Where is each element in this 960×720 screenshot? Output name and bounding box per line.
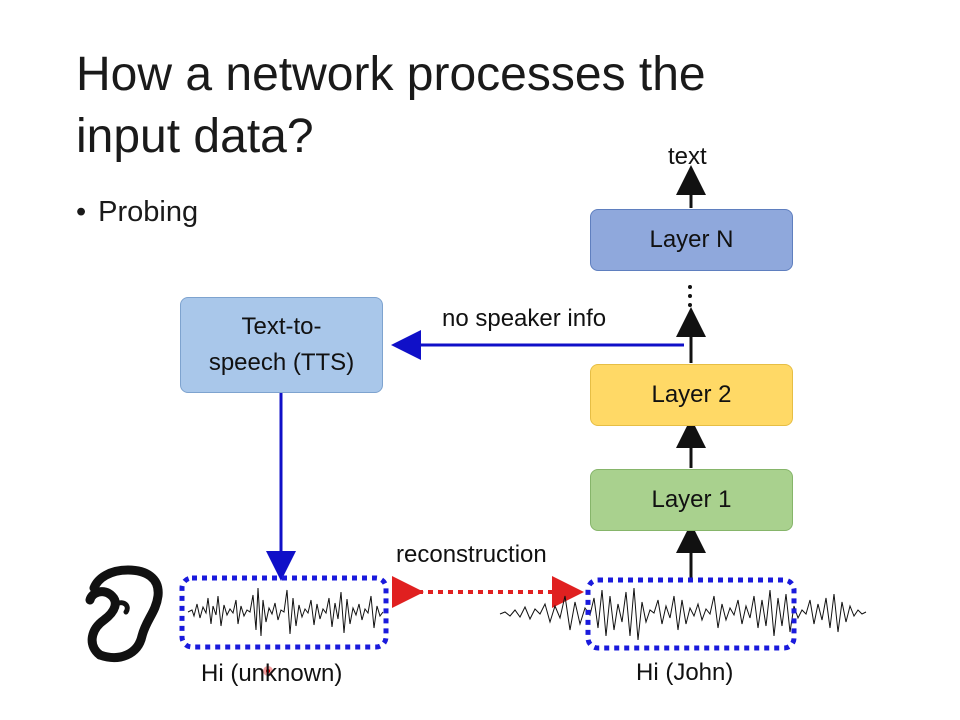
tts-box: Text-to- speech (TTS) — [180, 297, 383, 393]
hi-john-label: Hi (John) — [636, 659, 734, 686]
layer-n-label: Layer N — [649, 226, 734, 253]
layer-n-box: Layer N — [590, 209, 793, 271]
bullet-text: Probing — [98, 196, 199, 228]
bullet-item: • Probing — [76, 196, 198, 229]
tts-label-line-2: speech (TTS) — [208, 349, 355, 376]
bullet-dot: • — [76, 196, 87, 228]
waveform-right — [499, 587, 867, 641]
dashed-box-right — [585, 577, 797, 651]
layer-1-label: Layer 1 — [651, 486, 732, 513]
tts-label-line-1: Text-to- — [241, 313, 322, 340]
title-line-1: How a network processes the — [76, 48, 706, 101]
reconstruction-label: reconstruction — [396, 541, 547, 568]
hi-unknown-label: Hi (unknown) — [201, 660, 343, 687]
ellipsis-dots — [688, 285, 694, 312]
title-line-2: input data? — [76, 110, 314, 163]
slide-title: How a network processes the input data? — [76, 44, 896, 168]
layer-2-box: Layer 2 — [590, 364, 793, 426]
layer-1-box: Layer 1 — [590, 469, 793, 531]
waveform-left — [187, 587, 384, 637]
no-speaker-info-label: no speaker info — [442, 305, 607, 332]
dashed-box-left — [179, 575, 389, 650]
output-text-label: text — [668, 143, 707, 170]
layer-2-label: Layer 2 — [651, 381, 732, 408]
ear-icon — [85, 565, 163, 663]
